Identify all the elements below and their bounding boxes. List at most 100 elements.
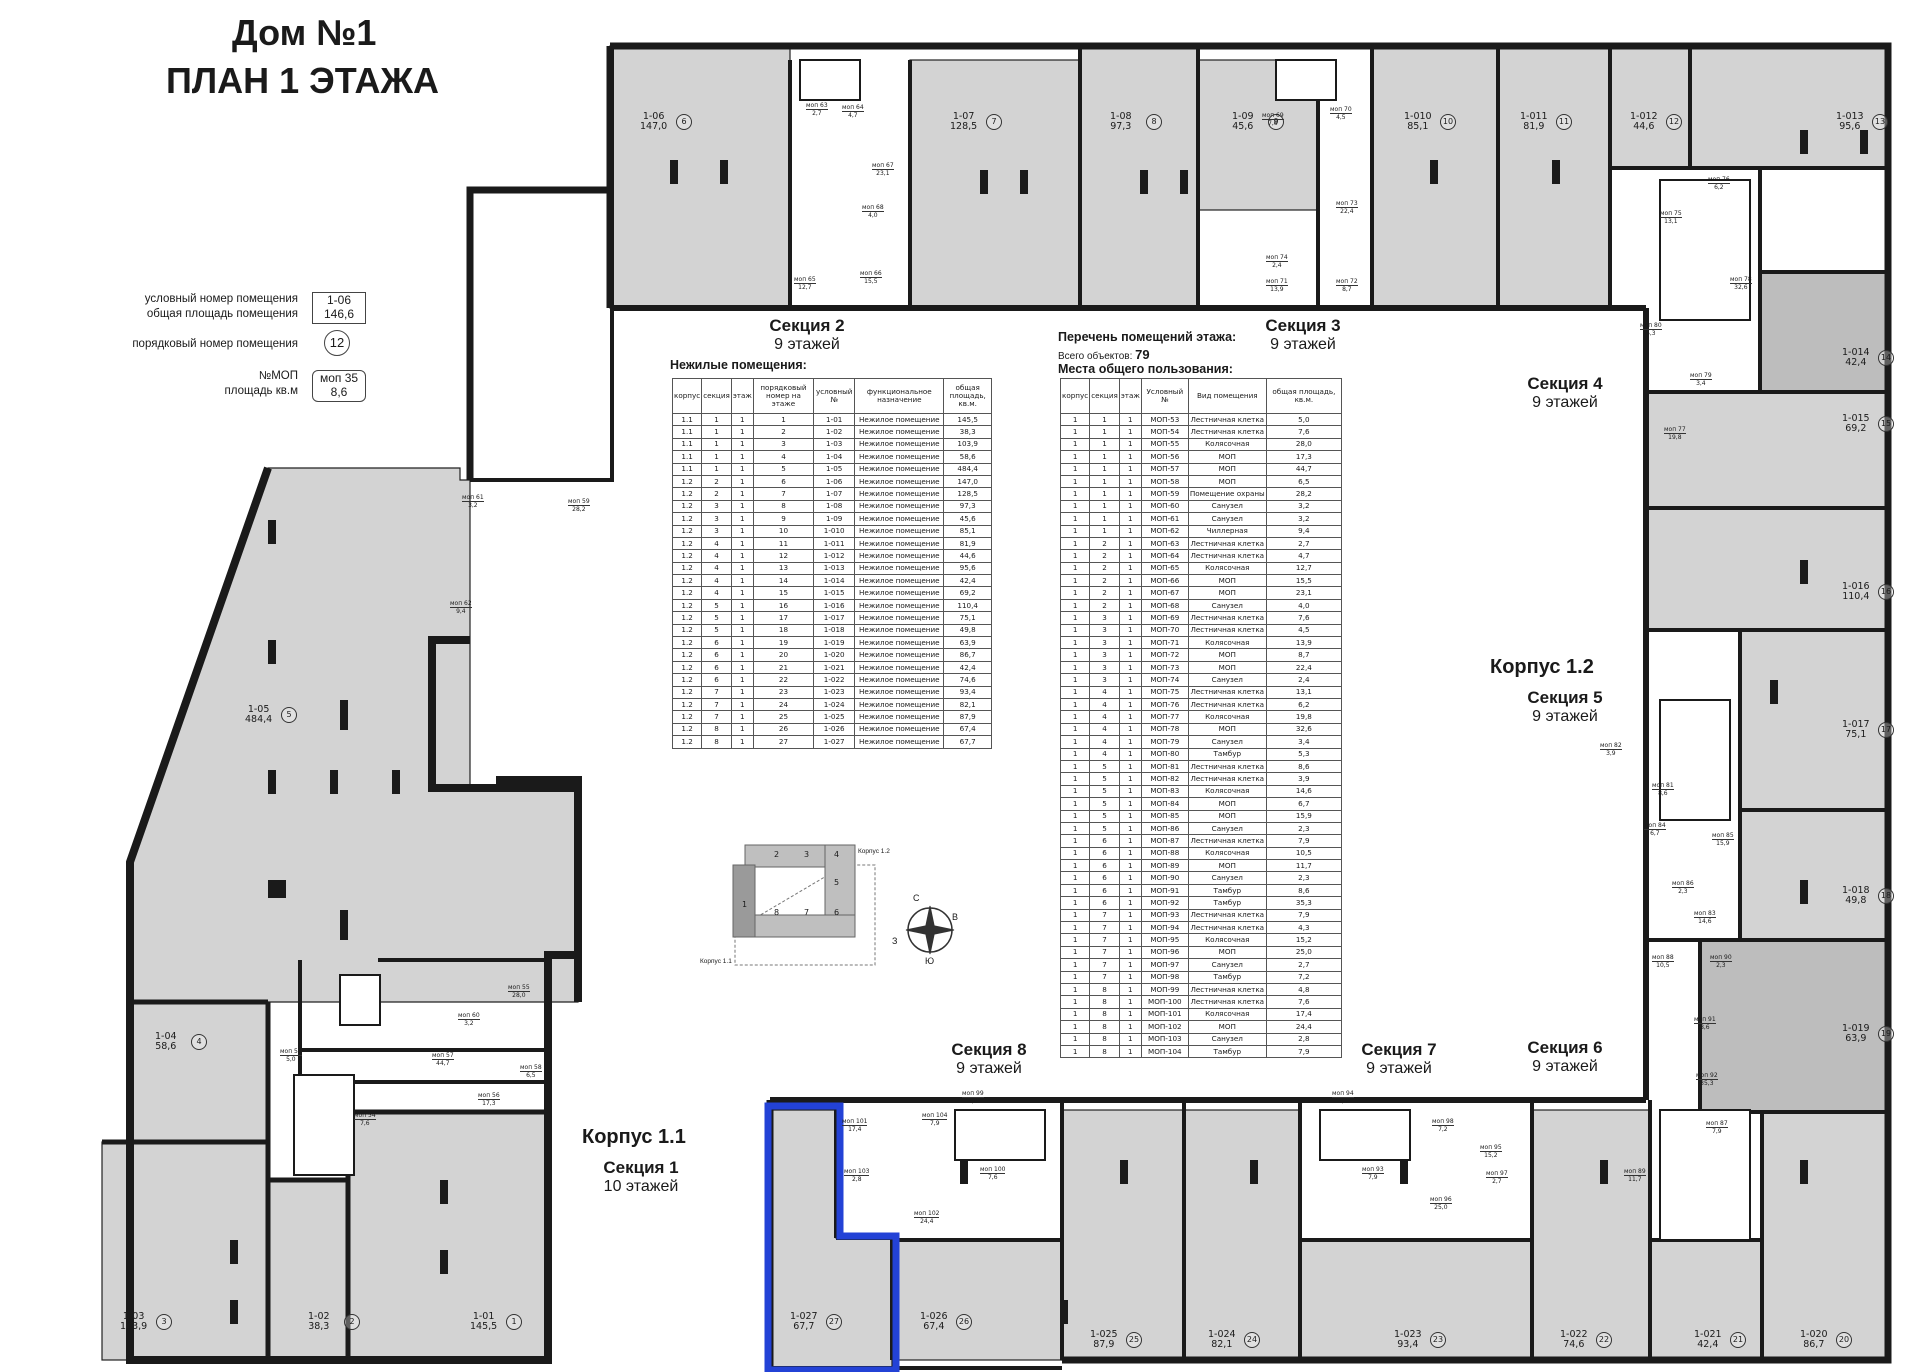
unit-order-circle: 6 [676, 114, 692, 130]
nonresidential-cell: 5 [701, 598, 732, 613]
common-areas-cell: 1 [1059, 747, 1091, 761]
common-areas-cell: МОП-75 [1140, 685, 1189, 700]
common-areas-cell: 1 [1118, 722, 1142, 737]
common-areas-cell: 1 [1118, 598, 1142, 613]
nonresidential-cell: 58,6 [943, 450, 992, 464]
mop-number: моп 88 [1652, 954, 1674, 961]
table1-title: Нежилые помещения: [670, 358, 807, 372]
common-areas-cell: 13,9 [1265, 636, 1343, 650]
mop-number: моп 94 [1332, 1090, 1354, 1097]
nonresidential-cell: 7 [752, 487, 815, 501]
common-areas-cell: 1 [1059, 487, 1091, 501]
nonresidential-cell: 1 [701, 462, 732, 476]
common-areas-cell: 7,6 [1265, 995, 1343, 1009]
common-areas-cell: 1 [1118, 710, 1142, 724]
legend-sample-number: 1-06 146,6 [312, 292, 366, 324]
mop-number: моп 77 [1664, 426, 1686, 433]
unit-order-circle: 9 [1268, 114, 1284, 130]
compass-south: Ю [925, 956, 935, 966]
common-areas-cell: МОП-73 [1140, 660, 1189, 675]
nonresidential-cell: 1-021 [813, 660, 856, 675]
mop-number: моп 71 [1266, 278, 1288, 285]
unit-area: 49,8 [1845, 895, 1867, 906]
common-areas-cell: МОП [1187, 462, 1267, 476]
keyplan-cell-label: 1 [742, 900, 748, 909]
unit-1-02 [267, 1179, 349, 1361]
mop-number: моп 98 [1432, 1118, 1454, 1125]
common-areas-cell: МОП [1187, 660, 1267, 675]
nonresidential-cell: 49,8 [943, 623, 992, 638]
common-areas-cell: 2,7 [1265, 536, 1343, 551]
nonresidential-cell: Нежилое помещение [854, 697, 945, 712]
common-areas-cell: 1 [1059, 462, 1091, 476]
common-areas-cell: МОП-83 [1140, 784, 1189, 799]
common-areas-cell: 7 [1089, 908, 1120, 923]
keyplan-cell-label: 6 [834, 908, 840, 917]
nonresidential-cell: 13 [752, 561, 815, 576]
nonresidential-cell: Нежилое помещение [854, 636, 945, 650]
nonresidential-cell: 1-024 [813, 697, 856, 712]
common-areas-cell: Лестничная клетка [1187, 697, 1267, 712]
nonresidential-cell: 1 [730, 598, 754, 613]
common-areas-cell: 1 [1059, 524, 1091, 538]
common-areas-cell: 3,2 [1265, 512, 1343, 526]
unit-number: 1-023 [1394, 1329, 1422, 1340]
section-6-label: Секция 6 9 этажей [1510, 1038, 1620, 1076]
unit-1-020 [1761, 1111, 1889, 1361]
common-areas-cell: МОП-103 [1140, 1032, 1189, 1046]
nonresidential-cell: 1-08 [813, 499, 856, 514]
unit-order-circle: 4 [191, 1034, 207, 1050]
mop-area: 4,5 [1330, 113, 1352, 121]
unit-area: 86,7 [1803, 1339, 1825, 1350]
nonresidential-cell: 6 [701, 648, 732, 662]
nonresidential-cell: 4 [752, 450, 815, 464]
mop-area: 4,8 [962, 1097, 984, 1105]
common-areas-cell: 1 [1059, 450, 1091, 464]
